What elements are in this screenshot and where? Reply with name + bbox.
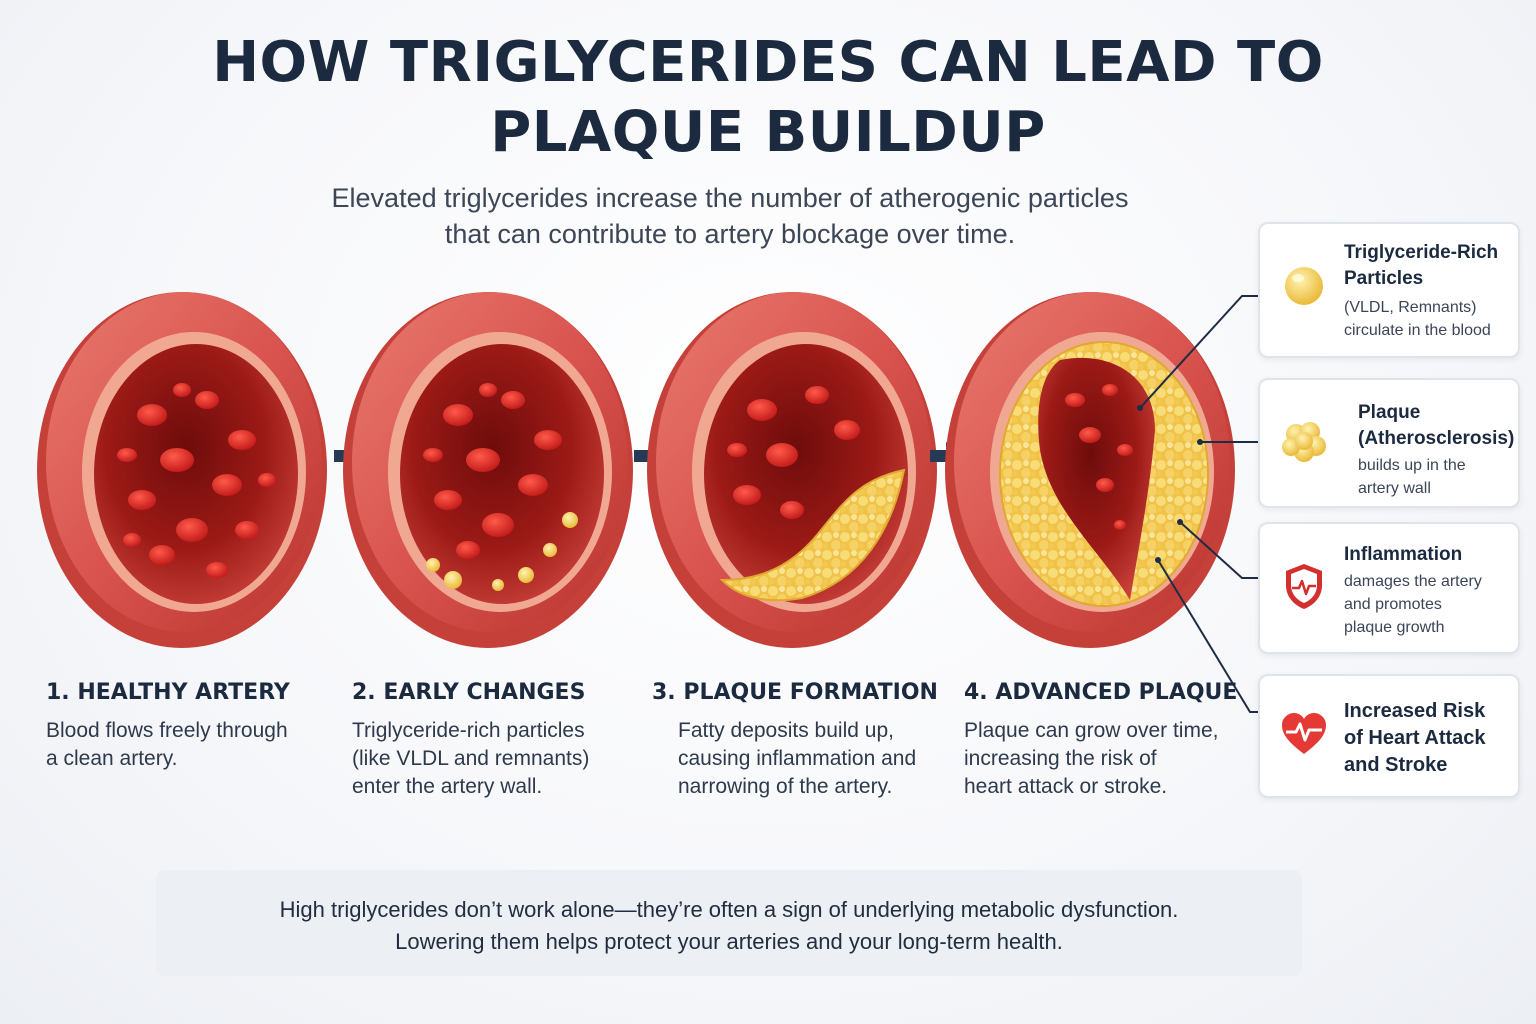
callout-title-line: (Atherosclerosis) <box>1358 428 1515 449</box>
step-description: Triglyceride-rich particles (like VLDL a… <box>352 717 642 801</box>
step-description-line: Plaque can grow over time, <box>964 719 1219 742</box>
callout-title: Increased Risk of Heart Attack and Strok… <box>1344 698 1508 779</box>
footer-text-line-2: Lowering them helps protect your arterie… <box>395 929 1063 954</box>
callout-description-line: plaque growth <box>1344 619 1445 636</box>
step-description: Blood flows freely through a clean arter… <box>46 717 336 773</box>
step-description-line: heart attack or stroke. <box>964 775 1168 798</box>
plaque-cluster-icon <box>1278 416 1330 468</box>
step-1-healthy-artery: 1. HEALTHY ARTERY Blood flows freely thr… <box>46 680 336 773</box>
step-4-advanced-plaque: 4. ADVANCED PLAQUE Plaque can grow over … <box>964 680 1254 801</box>
callout-title-line: Plaque <box>1358 402 1421 423</box>
step-description-line: causing inflammation and <box>678 747 917 770</box>
step-description-line: (like VLDL and remnants) <box>352 747 590 770</box>
fat-particle-icon <box>1278 258 1330 310</box>
callout-title: Triglyceride-Rich Particles <box>1344 240 1508 292</box>
page-subtitle-line-1: Elevated triglycerides increase the numb… <box>331 183 1129 213</box>
step-description-line: increasing the risk of <box>964 747 1157 770</box>
callout-title: Plaque (Atherosclerosis) <box>1358 400 1515 452</box>
step-description-line: a clean artery. <box>46 747 178 770</box>
callout-title-line: Triglyceride-Rich <box>1344 242 1499 263</box>
callout-description: damages the artery and promotes plaque g… <box>1344 570 1508 639</box>
artery-plaque-formation-illustration <box>642 280 942 650</box>
footer-text: High triglycerides don’t work alone—they… <box>156 894 1302 958</box>
step-description: Fatty deposits build up, causing inflamm… <box>652 717 942 801</box>
callout-description-line: artery wall <box>1358 480 1431 497</box>
shield-pulse-icon <box>1278 560 1330 612</box>
step-description-line: Blood flows freely through <box>46 719 288 742</box>
step-heading: 1. HEALTHY ARTERY <box>46 680 290 705</box>
step-heading: 3. PLAQUE FORMATION <box>652 680 938 705</box>
step-2-early-changes: 2. EARLY CHANGES Triglyceride-rich parti… <box>352 680 642 801</box>
page-title-line-2: PLAQUE BUILDUP <box>490 100 1046 165</box>
step-description-line: Fatty deposits build up, <box>678 719 894 742</box>
step-description-line: Triglyceride-rich particles <box>352 719 585 742</box>
page-subtitle: Elevated triglycerides increase the numb… <box>230 180 1230 252</box>
step-heading: 4. ADVANCED PLAQUE <box>964 680 1238 705</box>
callout-description-line: circulate in the blood <box>1344 322 1491 339</box>
step-heading: 2. EARLY CHANGES <box>352 680 586 705</box>
step-3-plaque-formation: 3. PLAQUE FORMATION Fatty deposits build… <box>652 680 942 801</box>
callout-title-line: Particles <box>1344 268 1424 289</box>
page-title-line-1: HOW TRIGLYCERIDES CAN LEAD TO <box>212 30 1324 95</box>
callout-description: builds up in the artery wall <box>1358 454 1508 500</box>
page-title: HOW TRIGLYCERIDES CAN LEAD TO PLAQUE BUI… <box>0 28 1536 168</box>
callout-description-line: builds up in the <box>1358 457 1466 474</box>
callout-description-line: damages the artery <box>1344 573 1482 590</box>
callout-triglyceride-particles: Triglyceride-Rich Particles (VLDL, Remna… <box>1258 222 1520 358</box>
callout-title-line: Inflammation <box>1344 544 1463 565</box>
artery-early-changes-illustration <box>338 280 638 650</box>
artery-advanced-plaque-illustration <box>940 280 1240 650</box>
callout-description-line: (VLDL, Remnants) <box>1344 299 1477 316</box>
callout-title-line: Increased Risk <box>1344 700 1486 722</box>
callout-plaque: Plaque (Atherosclerosis) builds up in th… <box>1258 378 1520 508</box>
heart-pulse-icon <box>1278 708 1330 760</box>
footer-note: High triglycerides don’t work alone—they… <box>156 870 1302 976</box>
callout-title: Inflammation <box>1344 542 1508 568</box>
step-description-line: narrowing of the artery. <box>678 775 893 798</box>
callout-description: (VLDL, Remnants) circulate in the blood <box>1344 296 1508 342</box>
callout-heart-risk: Increased Risk of Heart Attack and Strok… <box>1258 674 1520 798</box>
step-description: Plaque can grow over time, increasing th… <box>964 717 1254 801</box>
callout-title-line: and Stroke <box>1344 754 1448 776</box>
callout-inflammation: Inflammation damages the artery and prom… <box>1258 522 1520 654</box>
callout-title-line: of Heart Attack <box>1344 727 1486 749</box>
artery-healthy-illustration <box>32 280 332 650</box>
page-subtitle-line-2: that can contribute to artery blockage o… <box>444 219 1016 249</box>
callout-description-line: and promotes <box>1344 596 1442 613</box>
step-description-line: enter the artery wall. <box>352 775 543 798</box>
footer-text-line-1: High triglycerides don’t work alone—they… <box>279 897 1179 922</box>
